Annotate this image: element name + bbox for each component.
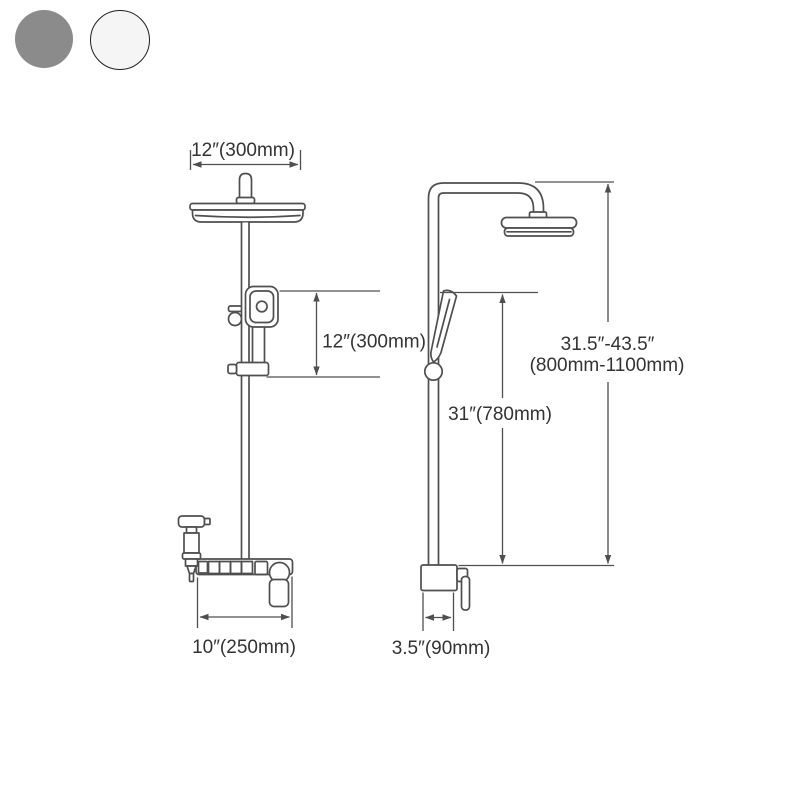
riser-pipe-mask — [241, 222, 249, 559]
hand-shower-front — [227, 285, 279, 377]
hand-shower-head — [244, 285, 279, 328]
side-view-drawing — [420, 182, 578, 611]
shelf-cell-1 — [197, 560, 209, 574]
label-shelf-width: 10″(250mm) — [192, 637, 296, 658]
label-overall-height-in: 31.5″-43.5″ — [561, 334, 655, 355]
hook-ring — [227, 311, 243, 327]
shower-head-stem — [238, 172, 253, 204]
slider-bracket — [235, 361, 270, 377]
label-valve-depth: 3.5″(90mm) — [392, 638, 491, 659]
shower-head-plate — [189, 202, 306, 211]
rain-shower-head-front — [189, 172, 306, 223]
wand-face-line — [436, 298, 451, 348]
sprayer-lower — [184, 558, 199, 567]
shelf-cell-5 — [240, 560, 254, 575]
shower-head-dish-rim — [194, 214, 301, 219]
valve-lever — [460, 575, 471, 611]
hand-shower-side — [423, 289, 458, 382]
hook-bar — [227, 305, 243, 313]
hand-shower-nozzle — [255, 300, 268, 313]
sprayer-body — [183, 532, 200, 554]
color-swatch-gray[interactable] — [15, 10, 73, 68]
dimension-labels: 12″(300mm) 12″(300mm) 31″(780mm) 31.5″-4… — [191, 140, 684, 659]
sprayer-head-nub — [203, 517, 211, 526]
label-overall-height-mm: (800mm-1100mm) — [530, 355, 685, 376]
sprayer-head — [177, 515, 206, 528]
head-top-side — [500, 216, 578, 229]
rain-shower-head-side — [500, 211, 578, 237]
hand-shower-handle — [251, 321, 266, 365]
hand-shower-face — [249, 290, 275, 324]
wall-hook — [227, 305, 243, 327]
label-riser-height: 31″(780mm) — [448, 404, 552, 425]
valve-body — [420, 564, 458, 592]
valve-side — [420, 564, 471, 611]
shower-head-dish — [191, 209, 304, 223]
sprayer-tip — [188, 572, 195, 583]
dimension-lines — [189, 150, 614, 631]
label-slide-height: 12″(300mm) — [322, 332, 426, 353]
wand-ball-joint — [423, 361, 444, 382]
shelf-display-button — [254, 560, 269, 576]
bidet-sprayer — [177, 515, 211, 583]
shelf-valve-front — [195, 558, 294, 608]
sprayer-nozzle-taper — [186, 565, 197, 575]
riser-pipe-side — [427, 182, 545, 567]
spout-handle — [268, 578, 290, 608]
color-swatch-white[interactable] — [90, 10, 150, 70]
sprayer-collar — [181, 552, 202, 560]
shower-head-stem-collar — [235, 196, 256, 205]
front-view-drawing — [177, 172, 306, 608]
slider-bracket-knob — [227, 363, 238, 375]
label-head-width: 12″(300mm) — [191, 140, 295, 161]
riser-pipe-front — [240, 221, 250, 560]
sprayer-neck — [185, 526, 198, 534]
